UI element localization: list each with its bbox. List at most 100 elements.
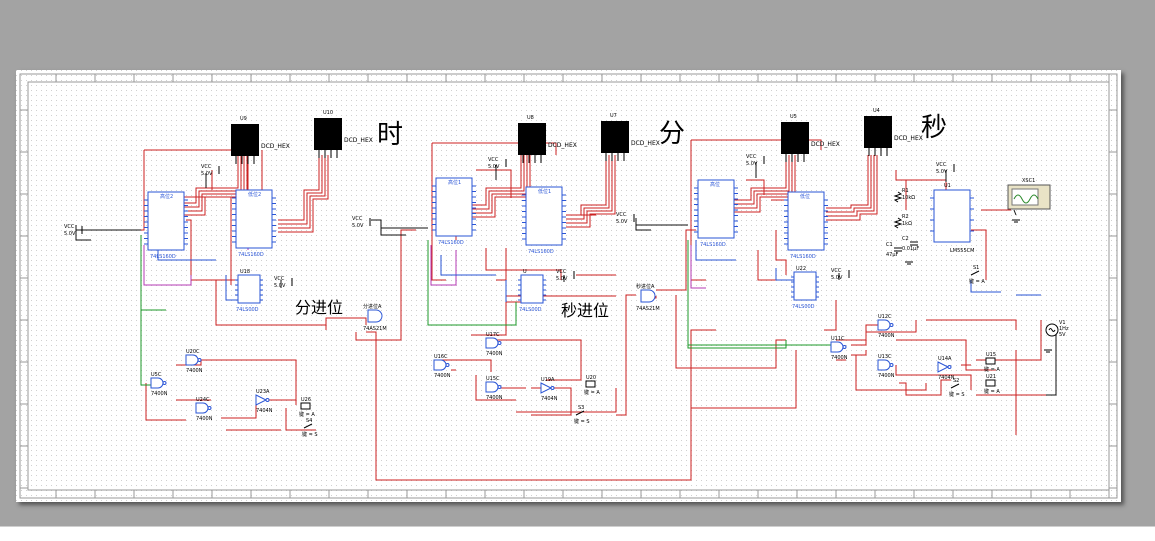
- vcc-value: 5.0V: [746, 161, 758, 167]
- ground-icon: [1012, 219, 1020, 223]
- vcc-value: 5.0V: [488, 164, 500, 170]
- counter-body: [787, 191, 825, 251]
- probe-ref: U26: [301, 397, 311, 403]
- timer-body: [933, 189, 971, 243]
- gate-ref: U11C: [831, 336, 845, 342]
- gate-part: 7400N: [878, 333, 895, 339]
- oscilloscope: XSC1: [1007, 178, 1051, 210]
- vcc-value: 5.0V: [936, 169, 948, 175]
- probe-body: [585, 380, 596, 388]
- gate-part: 7404N: [256, 408, 273, 414]
- sine-icon: [1048, 328, 1056, 332]
- display-type: DCD_HEX: [344, 137, 373, 144]
- gate-part: 7400N: [186, 368, 203, 374]
- vcc-value: 5.0V: [64, 231, 76, 237]
- counter-ref: 低位2: [248, 191, 261, 198]
- source-freq: 1Hz: [1059, 326, 1069, 332]
- oscilloscope-screen: [1011, 188, 1039, 206]
- nand-gate: [485, 337, 499, 349]
- hour-title: 时: [377, 120, 404, 150]
- logic-gate: U12C 7400N: [877, 314, 895, 339]
- probe-key: 键 = A: [299, 411, 315, 418]
- nand-gate: [830, 341, 844, 353]
- counter-part: 74LS160D: [528, 249, 554, 255]
- counter-body: [525, 186, 563, 246]
- nand-gate: [195, 402, 209, 414]
- nand-ref: U: [523, 269, 527, 275]
- display-body: [601, 121, 629, 153]
- switch-blade: [303, 423, 313, 429]
- nand-body: [793, 271, 817, 301]
- gate-ref: U12C: [878, 314, 892, 320]
- counter-body: [697, 179, 735, 239]
- not-gate: [255, 394, 268, 406]
- counter-chips: 高位274LS160D低位274LS160D高位174LS160D低位174LS…: [144, 177, 828, 260]
- probe: U26 键 = A: [299, 397, 315, 418]
- nand-gate: [877, 359, 891, 371]
- vcc-value: 5.0V: [616, 219, 628, 225]
- not-gate: [937, 361, 950, 373]
- vcc-value: 5.0V: [556, 276, 568, 282]
- schematic-canvas[interactable]: U9DCD_HEXU10DCD_HEXU8DCD_HEXU7DCD_HEXU5D…: [16, 70, 1121, 502]
- counter-ref: 低位: [800, 193, 810, 200]
- nand-ref: U18: [240, 269, 250, 275]
- gate-ref: U20C: [186, 349, 200, 355]
- nand-ref: U22: [796, 266, 806, 272]
- switch-blade: [950, 383, 960, 389]
- nand-gate: [150, 377, 164, 389]
- display-ref: U7: [610, 113, 617, 119]
- display-type: DCD_HEX: [261, 143, 290, 150]
- switch: S1键 = A: [969, 265, 985, 285]
- waveform: [1013, 194, 1039, 204]
- display-ref: U8: [527, 115, 534, 121]
- gate-ref: U16C: [434, 354, 448, 360]
- hex-displays: U9DCD_HEXU10DCD_HEXU8DCD_HEXU7DCD_HEXU5D…: [231, 108, 923, 164]
- counter-body: [435, 177, 473, 237]
- resistor-value: 1kΩ: [902, 221, 912, 227]
- counter-part: 74LS160D: [438, 240, 464, 246]
- logic-gate: U20C 7400N: [185, 349, 203, 374]
- display-ref: U9: [240, 116, 247, 122]
- probe-ref: U21: [986, 374, 996, 380]
- capacitor-value: 0.01µF: [902, 246, 919, 252]
- nand-gate: [433, 359, 447, 371]
- nand-gate: [185, 354, 199, 366]
- status-strip: [0, 526, 1155, 541]
- gate-ref: U23A: [256, 389, 270, 395]
- carry-gate-part: 74AS21M: [636, 306, 660, 312]
- resistor-value: 10kΩ: [902, 195, 915, 201]
- display-body: [314, 118, 342, 150]
- vcc-label: VCC: [274, 276, 285, 282]
- carry-gate-part: 74AS21M: [363, 326, 387, 332]
- counter-body: [235, 189, 273, 249]
- gate-ref: U14A: [938, 356, 952, 362]
- counter-ref: 高位2: [160, 193, 173, 200]
- logic-gate: U23A 7404N: [255, 389, 273, 414]
- nand-part: 74LS00D: [236, 307, 259, 313]
- probe-ref: U20: [586, 375, 596, 381]
- vcc-value: 5.0V: [831, 275, 843, 281]
- gate-ref: U17C: [486, 332, 500, 338]
- display-type: DCD_HEX: [894, 135, 923, 142]
